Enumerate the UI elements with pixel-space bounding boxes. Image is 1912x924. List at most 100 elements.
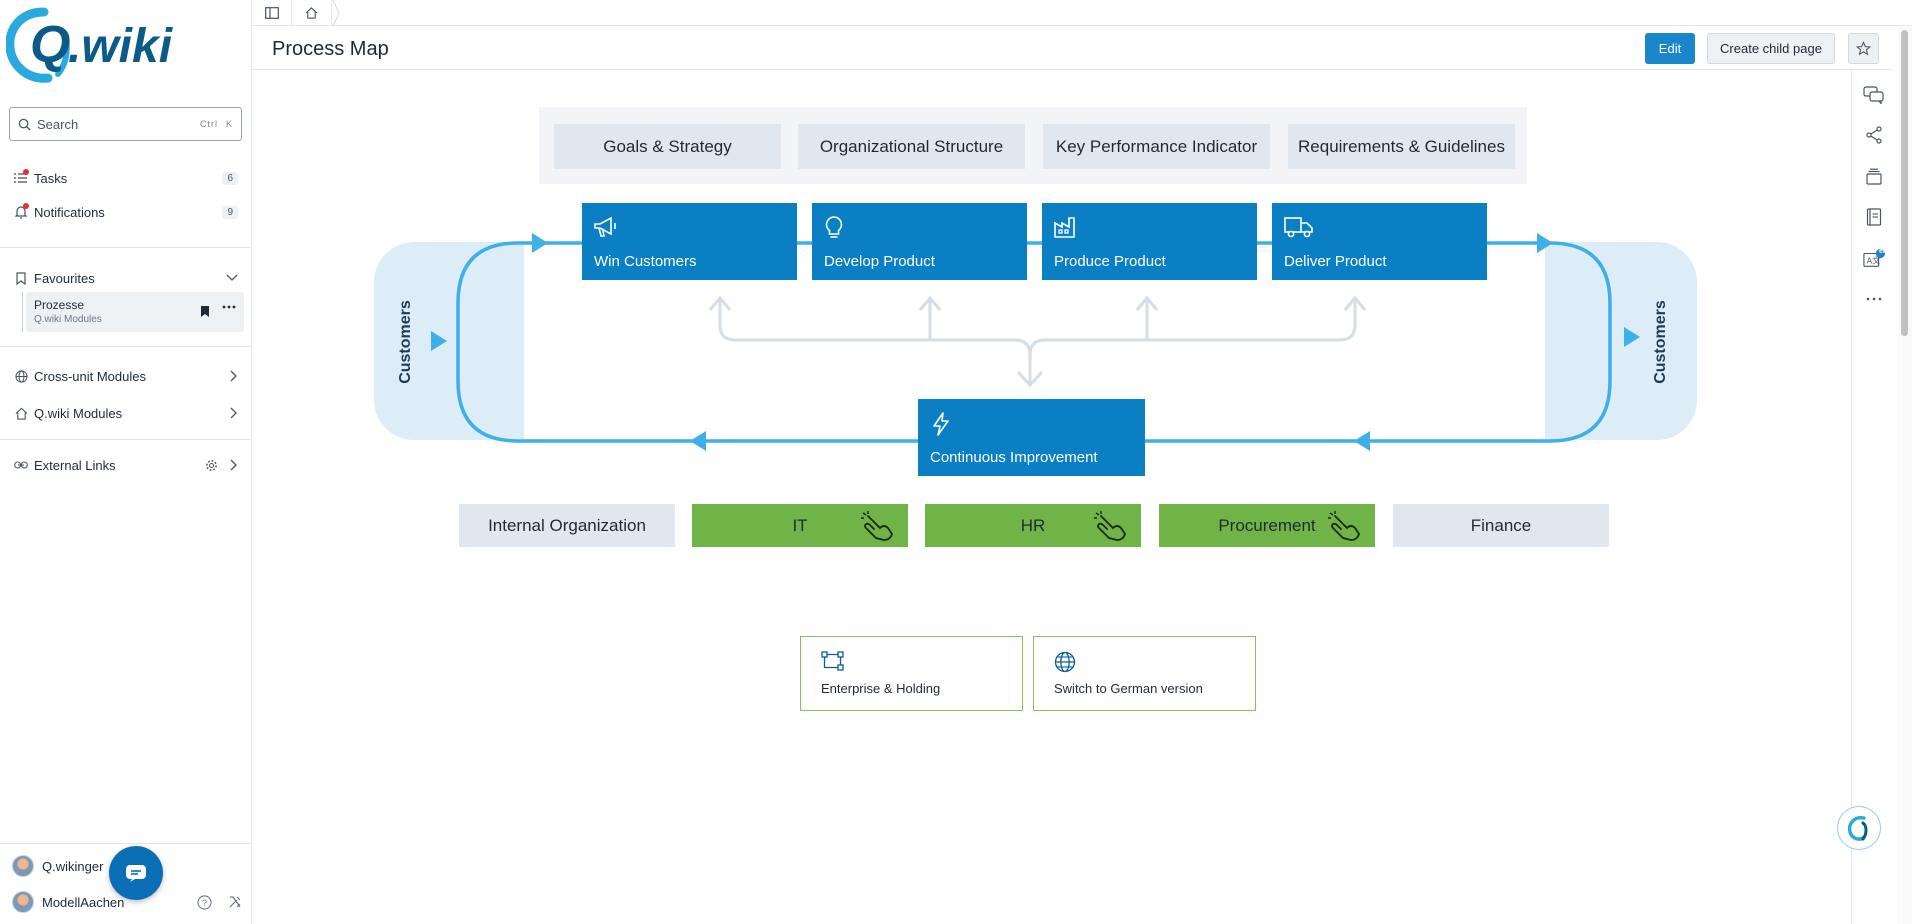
lightbulb-icon xyxy=(825,216,843,238)
sidebar-divider xyxy=(0,346,252,347)
core-deliver-product[interactable]: Deliver Product xyxy=(1272,203,1487,280)
link-label: Enterprise & Holding xyxy=(821,681,941,696)
sidebar-item-qwiki-modules[interactable]: Q.wiki Modules xyxy=(12,402,238,424)
share-button[interactable] xyxy=(1863,124,1885,146)
book-button[interactable] xyxy=(1863,206,1885,228)
link-label: Switch to German version xyxy=(1054,681,1203,696)
versions-button[interactable] xyxy=(1863,166,1885,188)
sidebar-favourites-header[interactable]: Favourites xyxy=(12,267,238,289)
share-icon xyxy=(1866,126,1882,144)
favourites-label: Favourites xyxy=(34,270,95,286)
page-header: Process Map Edit Create child page xyxy=(252,26,1892,70)
improvement-label: Continuous Improvement xyxy=(930,449,1098,466)
sidebar-item-external-links[interactable]: External Links xyxy=(12,454,238,476)
chevron-down-icon[interactable] xyxy=(226,274,238,282)
flow-arrow-top-right xyxy=(1537,233,1553,253)
favourite-item-prozesse[interactable]: Prozesse Q.wiki Modules xyxy=(26,292,244,332)
create-child-page-button[interactable]: Create child page xyxy=(1707,33,1835,64)
scroll-thumb[interactable] xyxy=(1901,30,1908,336)
truck-icon xyxy=(1284,217,1313,238)
core-develop-product[interactable]: Develop Product xyxy=(812,203,1027,280)
layers-icon xyxy=(1866,168,1882,185)
notifications-alert-dot xyxy=(23,203,29,209)
customers-right-label: Customers xyxy=(1652,300,1669,384)
notifications-label: Notifications xyxy=(34,204,105,220)
sidebar-divider xyxy=(0,843,252,844)
customers-left-label: Customers xyxy=(397,300,414,384)
user-name: ModellAachen xyxy=(42,894,125,910)
pointing-hand-icon xyxy=(861,511,893,541)
toggle-sidebar-button[interactable] xyxy=(252,0,292,26)
breadcrumb-home[interactable] xyxy=(292,0,332,26)
cross-unit-modules-label: Cross-unit Modules xyxy=(34,368,146,384)
support-label: IT xyxy=(792,515,808,535)
flow-arrow-bottom-right xyxy=(1354,431,1370,451)
tasks-icon xyxy=(12,169,30,187)
customers-right-band xyxy=(1545,242,1697,440)
support-label: Internal Organization xyxy=(488,515,646,535)
core-produce-product[interactable]: Produce Product xyxy=(1042,203,1257,280)
chat-button[interactable] xyxy=(109,846,163,900)
mgmt-kpi[interactable]: Key Performance Indicator xyxy=(1043,124,1270,169)
notifications-count-badge: 9 xyxy=(222,205,238,219)
more-options-icon xyxy=(1866,297,1882,301)
chevron-right-icon[interactable] xyxy=(230,370,238,382)
support-label: Procurement xyxy=(1218,515,1316,535)
customers-left-band xyxy=(374,242,524,440)
factory-icon xyxy=(1054,217,1075,238)
mgmt-organizational-structure[interactable]: Organizational Structure xyxy=(798,124,1025,169)
bookmark-filled-icon[interactable] xyxy=(200,305,210,318)
user-name: Q.wikinger xyxy=(42,858,104,874)
external-links-label: External Links xyxy=(34,457,116,473)
more-options-icon[interactable] xyxy=(222,305,236,309)
gear-icon[interactable] xyxy=(205,459,218,472)
qwiki-assistant-button[interactable] xyxy=(1837,806,1881,850)
search-icon xyxy=(18,118,31,131)
user-modellaachen[interactable]: ModellAachen ? xyxy=(12,889,242,915)
flow-arrow-top-left xyxy=(532,233,548,253)
mgmt-requirements-guidelines[interactable]: Requirements & Guidelines xyxy=(1288,124,1515,169)
comments-button[interactable] xyxy=(1863,84,1885,106)
core-win-customers[interactable]: Win Customers xyxy=(582,203,797,280)
sidebar-item-tasks[interactable]: Tasks 6 xyxy=(12,167,238,189)
improvement-feedback-arrows xyxy=(708,295,1367,388)
sidebar-item-notifications[interactable]: Notifications 9 xyxy=(12,201,238,223)
lightning-icon xyxy=(933,412,949,436)
support-label: Finance xyxy=(1470,515,1532,535)
right-rail: A文 en xyxy=(1851,70,1894,924)
breadcrumb-separator-icon xyxy=(332,0,340,26)
support-hr[interactable]: HR xyxy=(925,504,1141,547)
pointing-hand-icon xyxy=(1094,511,1126,541)
link-icon xyxy=(12,456,30,474)
support-it[interactable]: IT xyxy=(692,504,908,547)
link-enterprise-holding[interactable]: Enterprise & Holding xyxy=(800,636,1023,711)
bookmark-icon xyxy=(12,269,30,287)
sidebar-item-cross-unit-modules[interactable]: Cross-unit Modules xyxy=(12,365,238,387)
more-actions-button[interactable] xyxy=(1863,288,1885,310)
page-scrollbar[interactable] xyxy=(1898,26,1912,924)
avatar xyxy=(12,855,34,877)
edit-button[interactable]: Edit xyxy=(1645,33,1695,64)
mgmt-goals-strategy[interactable]: Goals & Strategy xyxy=(554,124,781,169)
org-structure-icon xyxy=(821,651,844,671)
favourite-star-button[interactable] xyxy=(1848,33,1879,64)
help-icon[interactable]: ? xyxy=(197,894,212,910)
chevron-right-icon[interactable] xyxy=(230,407,238,419)
flow-arrow-left-customers xyxy=(431,331,447,351)
continuous-improvement-box[interactable]: Continuous Improvement xyxy=(918,399,1145,476)
support-internal-organization[interactable]: Internal Organization xyxy=(459,504,675,547)
support-procurement[interactable]: Procurement xyxy=(1159,504,1375,547)
flow-arrow-bottom-left xyxy=(690,431,706,451)
qwiki-logo[interactable]: Q .wiki xyxy=(6,4,196,84)
translate-button[interactable]: A文 en xyxy=(1863,248,1887,270)
support-finance[interactable]: Finance xyxy=(1393,504,1609,547)
user-qwikinger[interactable]: Q.wikinger xyxy=(12,853,242,879)
top-bar xyxy=(252,0,1912,26)
link-switch-german-version[interactable]: Switch to German version xyxy=(1033,636,1256,711)
sidebar-divider xyxy=(0,247,252,248)
tools-icon[interactable] xyxy=(228,895,242,909)
chevron-right-icon[interactable] xyxy=(230,459,238,471)
sidebar-divider xyxy=(0,439,252,440)
home-icon xyxy=(12,404,30,422)
